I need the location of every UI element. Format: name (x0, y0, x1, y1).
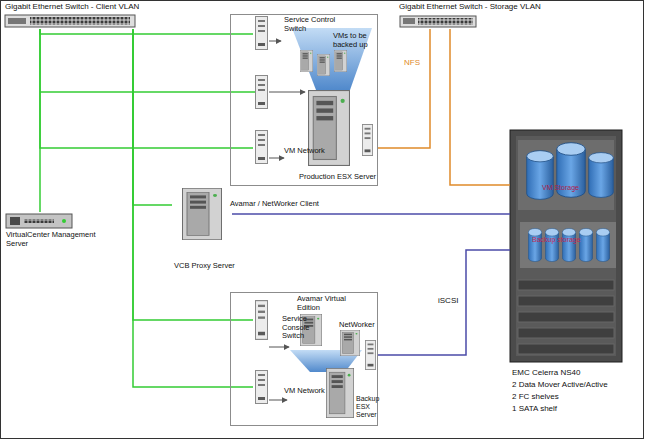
storage-pool: Backup storage (522, 218, 610, 274)
network-link (39, 29, 41, 212)
vm-icon (300, 50, 313, 72)
node-label: Avamar Virtual Edition (297, 295, 357, 312)
network-switch: Gigabit Ethernet Switch - Storage VLAN (398, 2, 544, 29)
disk-cylinder (528, 228, 541, 261)
network-link (378, 29, 430, 148)
switch-node: Service Control Switch (253, 16, 315, 50)
storage-array: EMC Celerra NS402 Data Mover Active/Acti… (510, 130, 622, 362)
vm-group: VMs to be backed up (293, 27, 377, 97)
link-label: NFS (404, 58, 420, 67)
management-server: VirtualCenter Management Server (4, 212, 100, 258)
link-label: iSCSI (438, 296, 458, 305)
switch-node: Service Console Switch (253, 299, 309, 347)
network-switch: Gigabit Ethernet Switch - Client VLAN (4, 2, 146, 29)
network-link (40, 29, 253, 148)
esx-host-box: Backup ESX Server Avamar Virtual EditionN… (230, 292, 378, 426)
node-label: VMs to be backed up (333, 32, 373, 49)
server-tower (340, 330, 360, 356)
nic-icon (362, 124, 372, 155)
rack-slot (518, 344, 614, 354)
node-label: Production ESX Server (299, 173, 376, 182)
switch-icon (256, 131, 268, 164)
node-label: VM Storage (542, 184, 579, 192)
switch-ports (30, 17, 130, 25)
network-wire (40, 91, 255, 93)
node-label: Backup ESX Server (356, 395, 380, 419)
backup-server: NetWorker (339, 321, 379, 361)
rack-slot (518, 296, 614, 306)
node-label: VirtualCenter Management Server (6, 231, 106, 248)
node-label: Avamar / NetWorker Client (230, 200, 319, 209)
switch-icon (256, 17, 268, 50)
server-vents (24, 219, 54, 223)
disk-cylinder (589, 153, 614, 198)
disk-cylinder (579, 228, 592, 261)
server-tower (183, 188, 222, 239)
rack-server (6, 214, 72, 228)
network-link (133, 29, 172, 205)
switch-icon (256, 301, 268, 340)
switch-chassis (5, 15, 135, 27)
rack-slot (518, 280, 614, 290)
rack-slot (518, 328, 614, 338)
server-tower (326, 368, 353, 417)
rack-inner (516, 136, 616, 356)
rack-slot (518, 312, 614, 322)
pointer-arrow (269, 158, 284, 159)
network-link (133, 29, 253, 320)
storage-rack (510, 130, 622, 362)
node-label: 2 Data Mover Active/Active (512, 380, 608, 389)
proxy-server: Avamar / NetWorker ClientVCB Proxy Serve… (172, 186, 232, 274)
switch-chassis (400, 16, 476, 27)
rack-shelf (520, 222, 616, 268)
vm-icon (317, 54, 330, 76)
network-link (232, 213, 510, 215)
node-label: 2 FC shelves (512, 392, 559, 401)
network-link (450, 29, 510, 185)
node-label: NetWorker (339, 321, 375, 330)
esx-host-box: Production ESX Server Service Control Swi… (230, 14, 378, 186)
disk-cylinder (545, 228, 558, 261)
pointer-arrow (269, 347, 289, 348)
power-led (62, 219, 66, 223)
node-label: 1 SATA shelf (512, 404, 557, 413)
disk-cylinder (562, 228, 575, 261)
node-label: Service Control Switch (284, 16, 346, 33)
disk-cylinder (596, 228, 609, 261)
node-label: VCB Proxy Server (174, 262, 235, 271)
switch-node: VM Network (253, 369, 333, 405)
switch-icon (256, 371, 268, 404)
switch-ports (418, 18, 473, 25)
pointer-arrow (269, 41, 281, 42)
disk-cylinder (527, 151, 554, 200)
rack-shelf (518, 140, 614, 210)
node-label: EMC Celerra NS40 (512, 368, 580, 377)
network-link (40, 29, 253, 34)
node-label: Service Console Switch (282, 315, 316, 341)
node-label: Gigabit Ethernet Switch - Client VLAN (5, 2, 139, 11)
network-link (378, 250, 510, 355)
switch-logo (8, 18, 26, 24)
switch-node: VM Network (253, 131, 333, 167)
node-label: Gigabit Ethernet Switch - Storage VLAN (399, 2, 541, 11)
node-label: VM Network (284, 147, 325, 156)
node-label: Backup storage (532, 236, 581, 244)
vm-icon (334, 50, 347, 72)
virtualization-funnel (292, 28, 372, 90)
server-bezel (10, 217, 20, 225)
storage-pool: VM Storage (520, 140, 612, 212)
switch-icon (256, 76, 268, 109)
nic-icon (365, 340, 375, 369)
pointer-arrow (269, 92, 305, 93)
switch-logo (403, 18, 415, 24)
node-label: VM Network (284, 387, 325, 396)
pointer-arrow (269, 400, 287, 401)
